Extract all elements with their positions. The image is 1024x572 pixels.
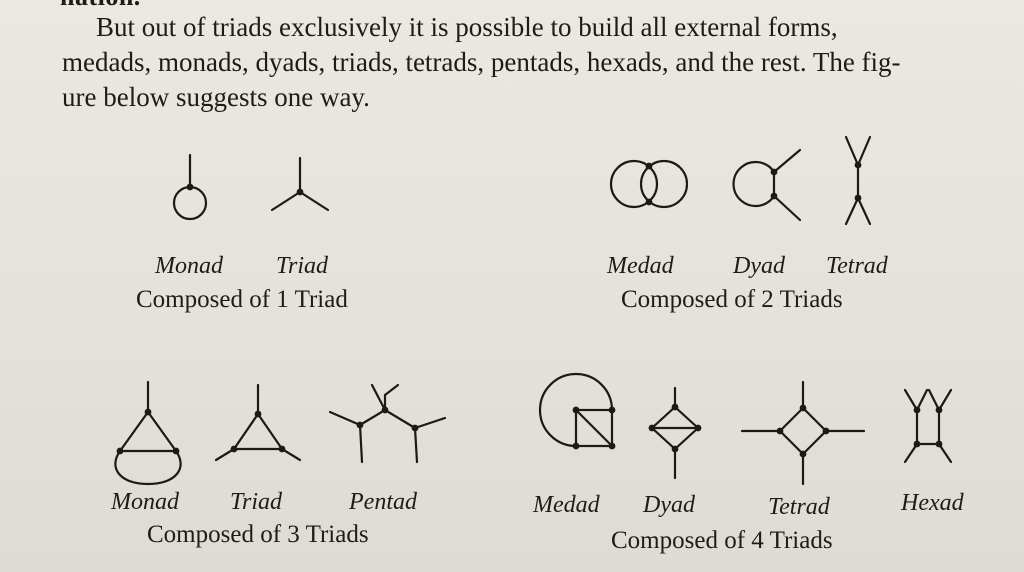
label-triad-3: Triad — [230, 489, 283, 515]
label-monad-3: Monad — [111, 489, 179, 515]
pentad-3-triads-diagram — [328, 383, 447, 464]
label-medad-4: Medad — [533, 492, 600, 518]
label-pentad-3: Pentad — [349, 489, 417, 515]
medad-4-triads-diagram — [538, 372, 616, 450]
caption-4-triads: Composed of 4 Triads — [611, 527, 833, 554]
label-tetrad-2: Tetrad — [826, 253, 888, 279]
clipped-heading-text: nation. — [60, 0, 141, 12]
dyad-4-triads-diagram — [648, 386, 702, 480]
paragraph-line-2: medads, monads, dyads, triads, tetrads, … — [62, 47, 901, 77]
label-dyad-2: Dyad — [733, 253, 785, 279]
label-medad-2: Medad — [607, 253, 674, 279]
monad-1-triad-diagram — [172, 153, 208, 221]
hexad-4-triads-diagram — [903, 388, 953, 464]
paragraph-line-3: ure below suggests one way. — [62, 82, 370, 112]
label-tetrad-4: Tetrad — [768, 494, 830, 520]
dyad-2-triads-diagram — [732, 148, 802, 222]
caption-1-triad: Composed of 1 Triad — [136, 286, 348, 313]
tetrad-2-triads-diagram — [844, 135, 872, 226]
label-monad-1: Monad — [155, 253, 223, 279]
paragraph-line-1: But out of triads exclusively it is poss… — [96, 12, 838, 42]
tetrad-4-triads-diagram — [740, 380, 866, 486]
body-paragraph: But out of triads exclusively it is poss… — [62, 10, 982, 115]
label-hexad-4: Hexad — [901, 490, 964, 516]
label-triad-1: Triad — [276, 253, 329, 279]
caption-2-triads: Composed of 2 Triads — [621, 286, 843, 313]
caption-3-triads: Composed of 3 Triads — [147, 521, 369, 548]
medad-2-triads-diagram — [609, 159, 689, 209]
label-dyad-4: Dyad — [643, 492, 695, 518]
triad-1-triad-diagram — [270, 156, 330, 212]
triad-3-triads-diagram — [214, 383, 302, 462]
monad-3-triads-diagram — [114, 380, 182, 486]
